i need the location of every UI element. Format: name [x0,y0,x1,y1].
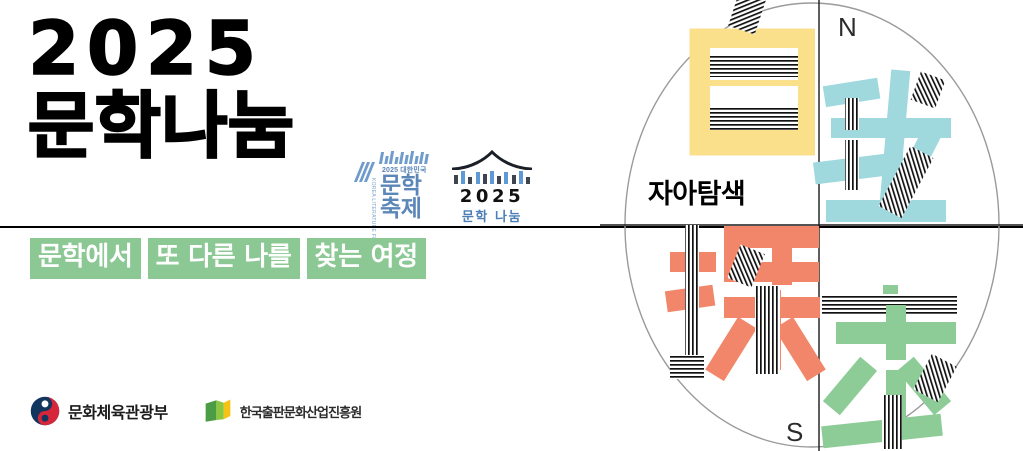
tagline-chip-2: 또 다른 나를 [147,238,300,279]
open-book-icon [205,399,231,422]
kpipa-logo: 한국출판문화산업진흥원 [204,398,362,424]
title-main: 문학나눔 [27,84,295,169]
tagline: 문학에서 또 다른 나를 찾는 여정 [30,238,426,279]
festival-slash-icon [353,162,380,182]
horizontal-divider [0,226,1023,228]
roof-icon [452,150,532,170]
ministry-name: 문화체육관광부 [68,403,168,422]
munhak-nanum-logo: 2025 문학 나눔 [450,148,534,225]
self-exploration-label: 자아탐색 [648,179,746,210]
festival-name-line1: 문학 [380,173,422,199]
festival-tick-marks-icon [378,150,430,164]
character-tam [664,225,826,382]
poster-title-block: 2025 문학나눔 [27,6,348,169]
compass-south-label: S [786,417,803,447]
festival-vertical-text: KOREA LITERATURE FESTIVAL [370,178,376,260]
title-year: 2025 [27,6,264,92]
character-a [812,69,951,222]
tagline-chip-1: 문학에서 [30,238,141,279]
character-saek [821,285,957,449]
kpipa-name: 한국출판문화산업진흥원 [239,405,362,421]
footer-logos: 문화체육관광부 한국출판문화산업진흥원 [30,396,362,426]
compass-north-label: N [838,12,857,42]
left-text-panel: 2025 문학나눔 2025 대한민국 KOREA LITERATURE FES… [27,6,534,426]
festival-name-line2: 축제 [380,195,422,222]
ministry-logo: 문화체육관광부 [30,396,168,426]
compass-diagram: N S [600,0,1023,451]
character-mok [689,0,815,156]
nanum-bar-icons [454,171,530,184]
tagline-chip-3: 찾는 여정 [306,238,426,279]
self-exploration-graphic: N S 자아탐색 [600,0,1023,451]
nanum-name: 문학 나눔 [461,210,523,225]
taegeuk-icon [30,396,60,426]
nanum-year: 2025 [459,186,525,207]
festival-year-line: 2025 대한민국 [382,167,427,174]
